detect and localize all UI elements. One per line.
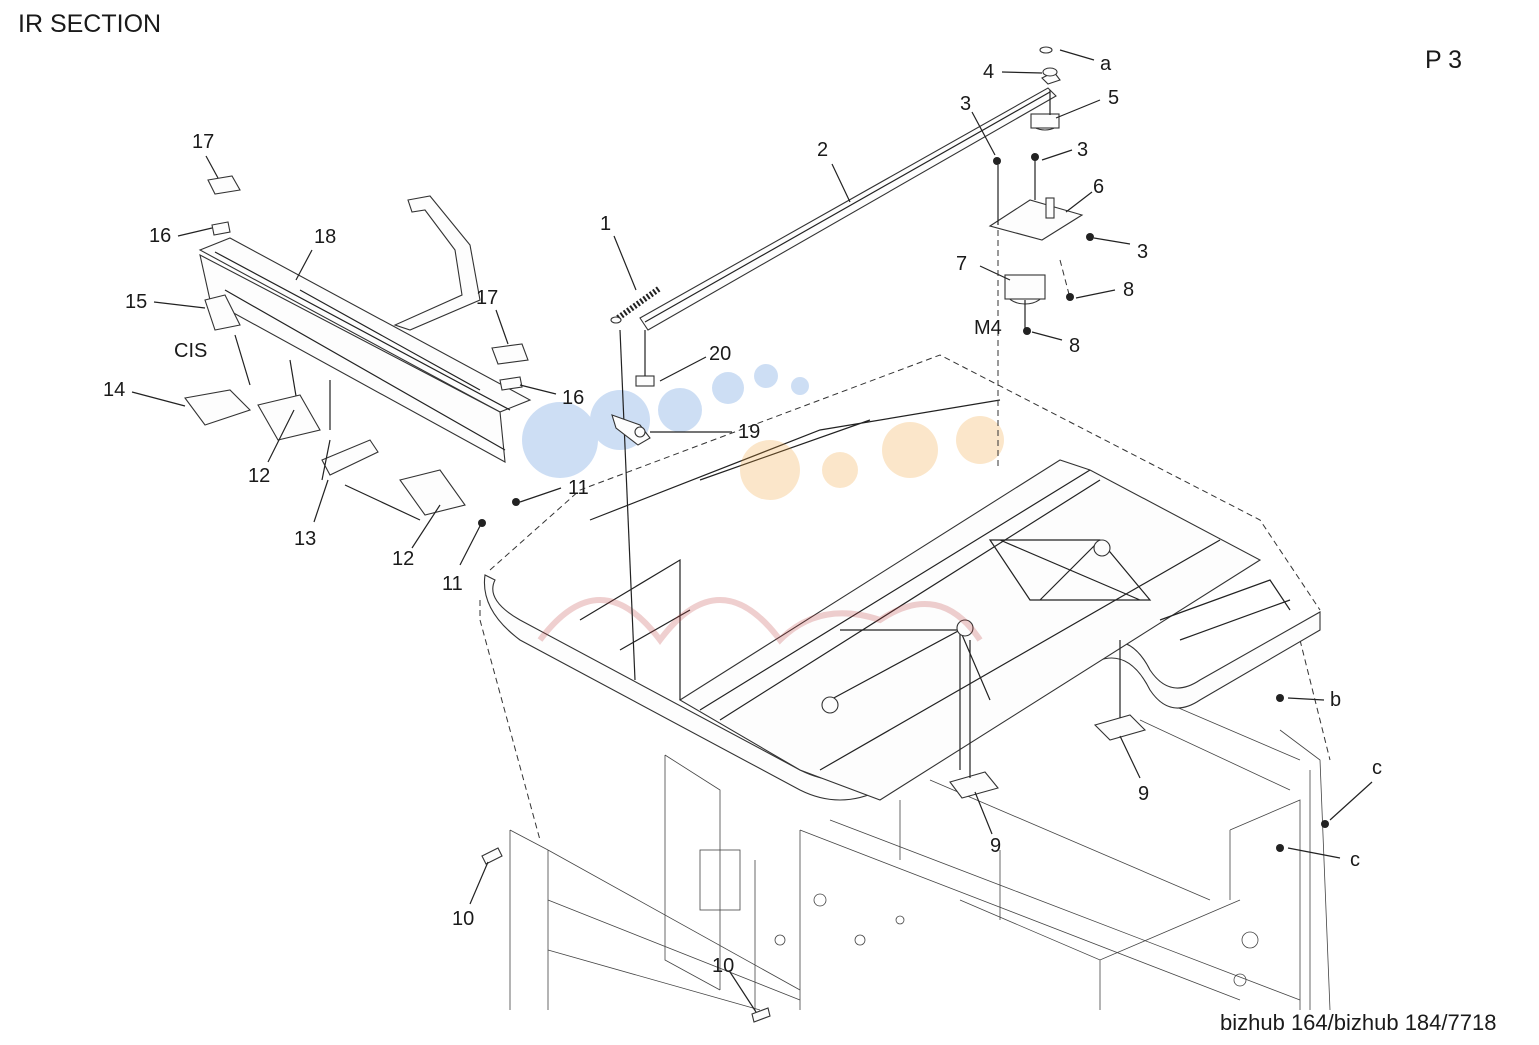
ir-tray-body: [483, 399, 1321, 801]
callout-3c: 3: [1137, 241, 1148, 263]
callout-10b: 10: [712, 955, 734, 977]
callout-15: 15: [125, 291, 147, 313]
cis-assembly: [184, 175, 532, 527]
callout-9a: 9: [1138, 783, 1149, 805]
bracket-part-19: [611, 414, 651, 446]
leader-lines: [131, 49, 1373, 1013]
callout-12b: 12: [392, 548, 414, 570]
callout-c1: c: [1372, 757, 1382, 779]
callout-17a: 17: [192, 131, 214, 153]
callout-20: 20: [709, 343, 731, 365]
callout-13: 13: [294, 528, 316, 550]
callout-8a: 8: [1123, 279, 1134, 301]
callout-16b: 16: [562, 387, 584, 409]
callout-7: 7: [956, 253, 967, 275]
callout-a: a: [1100, 53, 1112, 75]
callout-8b: 8: [1069, 335, 1080, 357]
callout-b: b: [1330, 689, 1341, 711]
callout-11a: 11: [568, 477, 589, 499]
model-label: bizhub 164/bizhub 184/7718: [1220, 1010, 1497, 1035]
callout-18: 18: [314, 226, 336, 248]
callout-3b: 3: [1077, 139, 1088, 161]
callout-5: 5: [1108, 87, 1119, 109]
rail-part-2: [639, 87, 1057, 331]
sensor-pads: [949, 640, 1147, 799]
callout-labels: 1 2 3 3 3 4 5 6 7 8 8 9 9 10 10 11 11 12…: [103, 53, 1382, 977]
section-title: IR SECTION: [18, 10, 162, 38]
callout-1: 1: [600, 213, 611, 235]
callout-19: 19: [738, 421, 760, 443]
callout-4: 4: [983, 61, 994, 83]
callout-16a: 16: [149, 225, 171, 247]
pulley-part-20: [635, 330, 655, 387]
callout-10a: 10: [452, 908, 474, 930]
motor-assembly: [988, 46, 1094, 470]
callout-3a: 3: [960, 93, 971, 115]
callout-9b: 9: [990, 835, 1001, 857]
callout-17b: 17: [476, 287, 498, 309]
callout-2: 2: [817, 139, 828, 161]
screws: [481, 694, 1329, 1023]
callout-6: 6: [1093, 176, 1104, 198]
callout-cis: CIS: [174, 340, 207, 362]
watermark: [522, 364, 1004, 645]
callout-12a: 12: [248, 465, 270, 487]
callout-m4: M4: [974, 317, 1002, 339]
callout-14: 14: [103, 379, 125, 401]
callout-c2: c: [1350, 849, 1360, 871]
spring-part-1: [610, 285, 662, 681]
callout-11b: 11: [442, 573, 463, 595]
page-label: P 3: [1425, 46, 1463, 74]
machine-frame: [509, 699, 1331, 1011]
